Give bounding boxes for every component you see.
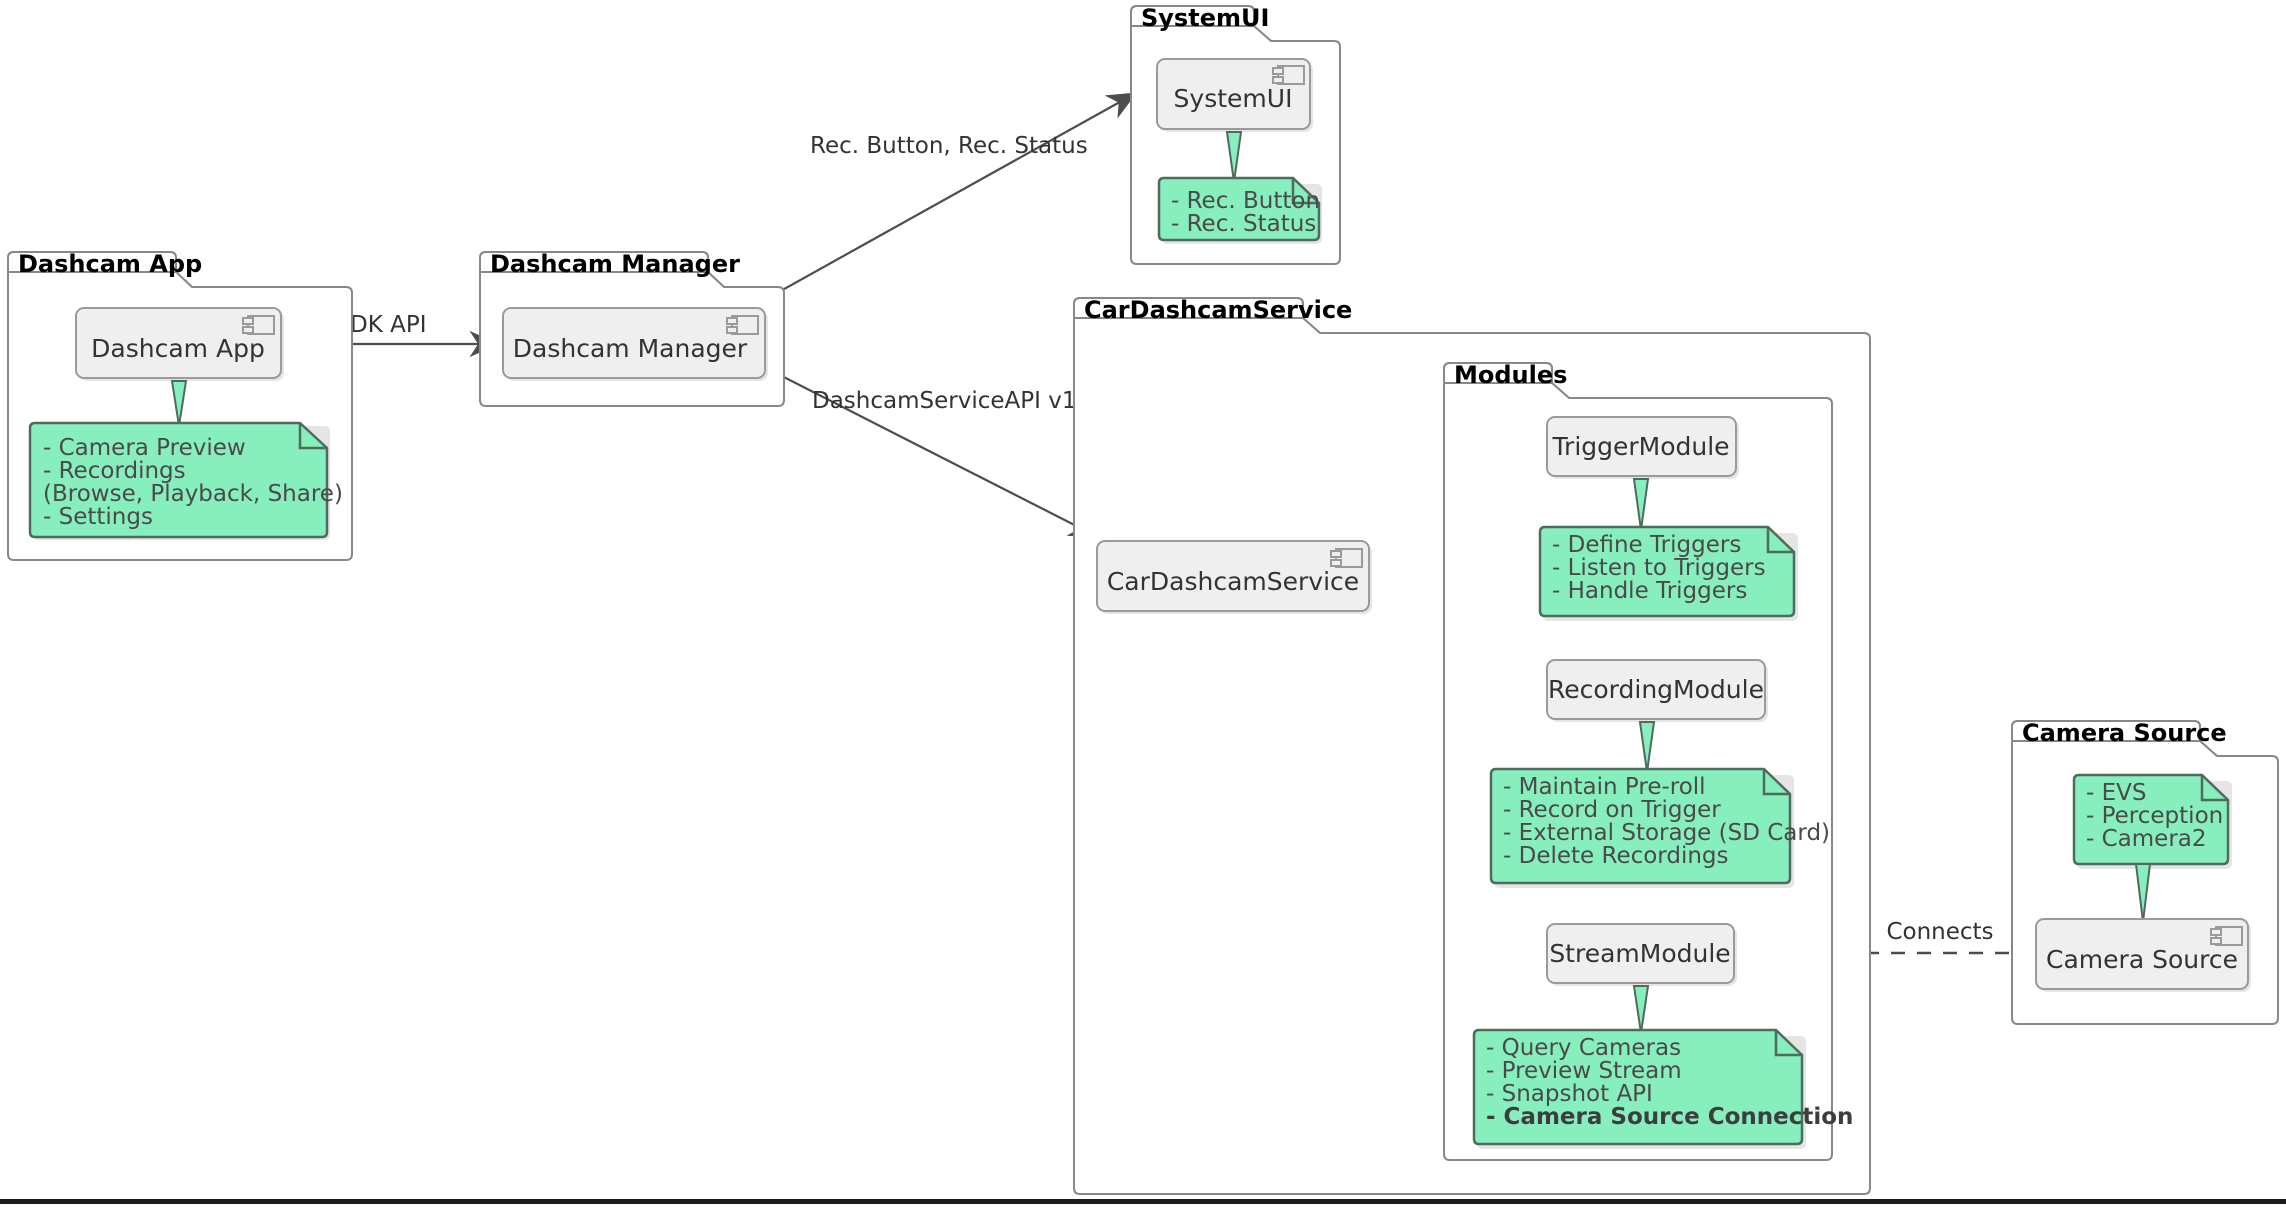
package-label-dashcam-manager: Dashcam Manager — [490, 250, 740, 278]
package-camera-source[interactable]: Camera Source - EVS - Perception - Camer… — [2011, 719, 2279, 1025]
note-line: - Delete Recordings — [1503, 843, 1729, 869]
package-dashcam-app[interactable]: Dashcam App Dashcam App - Camera — [7, 250, 353, 561]
note-line: - External Storage (SD Card) — [1503, 820, 1830, 846]
component-dashcam-manager[interactable]: Dashcam Manager — [502, 307, 768, 381]
component-label-systemui: SystemUI — [1174, 84, 1293, 113]
component-label-triggermodule: TriggerModule — [1551, 432, 1729, 461]
component-recordingmodule[interactable]: RecordingModule — [1546, 659, 1768, 722]
package-label-systemui: SystemUI — [1141, 4, 1269, 32]
edge-label-rec-button-status: Rec. Button, Rec. Status — [810, 133, 1088, 159]
note-line: - Settings — [43, 504, 153, 530]
component-triggermodule[interactable]: TriggerModule — [1546, 416, 1739, 479]
uml-component-icon — [2210, 926, 2243, 946]
note-line: - Handle Triggers — [1552, 578, 1747, 604]
package-cardashcamservice[interactable]: CarDashcamService CarDashcamService M — [1073, 296, 1871, 1195]
note-line: - Define Triggers — [1552, 532, 1741, 558]
component-label-dashcam-manager: Dashcam Manager — [513, 334, 748, 363]
package-modules[interactable]: Modules TriggerModule - Define Triggers … — [1443, 361, 1853, 1161]
package-label-dashcam-app: Dashcam App — [18, 250, 202, 278]
package-label-modules: Modules — [1454, 361, 1567, 389]
note-line: - Snapshot API — [1486, 1081, 1653, 1107]
note-streammodule: - Query Cameras - Preview Stream - Snaps… — [1472, 985, 1853, 1149]
component-label-streammodule: StreamModule — [1549, 939, 1730, 968]
component-systemui[interactable]: SystemUI — [1156, 58, 1313, 132]
component-label-recordingmodule: RecordingModule — [1548, 675, 1764, 704]
note-recordingmodule: - Maintain Pre-roll - Record on Trigger … — [1489, 721, 1830, 888]
note-line: (Browse, Playback, Share) — [43, 481, 343, 507]
note-line: - Query Cameras — [1486, 1035, 1681, 1061]
note-line: - Maintain Pre-roll — [1503, 774, 1706, 800]
edge_manager_to_systemui: Rec. Button, Rec. Status — [724, 92, 1137, 323]
bottom-divider — [0, 1199, 2286, 1204]
package-label-cardashcamservice: CarDashcamService — [1084, 296, 1352, 324]
note-dashcam-app: - Camera Preview - Recordings (Browse, P… — [28, 380, 343, 540]
note-line: - EVS — [2086, 780, 2146, 806]
note-camera-source: - EVS - Perception - Camera2 — [2072, 773, 2232, 923]
note-line: - Rec. Status — [1171, 211, 1316, 237]
uml-component-icon — [1272, 65, 1305, 85]
component-camera-source[interactable]: Camera Source — [2035, 918, 2251, 992]
uml-component-icon — [726, 315, 759, 335]
note-line: - Camera Preview — [43, 435, 246, 461]
note-line: - Listen to Triggers — [1552, 555, 1766, 581]
edge_manager_to_service: DashcamServiceAPI v1.0 — [769, 369, 1099, 538]
note-line: - Camera Source Connection — [1486, 1104, 1853, 1130]
component-label-cardashcamservice: CarDashcamService — [1107, 567, 1359, 596]
uml-component-icon — [1330, 548, 1363, 568]
uml-component-icon — [242, 315, 275, 335]
component-label-camera-source: Camera Source — [2046, 945, 2238, 974]
edge-label-connects: Connects — [1886, 919, 1993, 945]
component-streammodule[interactable]: StreamModule — [1546, 923, 1737, 986]
note-line: - Perception — [2086, 803, 2223, 829]
note-triggermodule: - Define Triggers - Listen to Triggers -… — [1538, 478, 1798, 621]
note-line: - Record on Trigger — [1503, 797, 1721, 823]
package-dashcam-manager[interactable]: Dashcam Manager Dashcam Manager — [479, 250, 785, 407]
package-systemui[interactable]: SystemUI SystemUI - Rec. Button - — [1130, 4, 1341, 265]
edge_stream_to_camera: Connects — [1735, 919, 2034, 955]
package-label-camera-source: Camera Source — [2022, 719, 2227, 747]
note-line: - Rec. Button — [1171, 188, 1320, 214]
note-systemui: - Rec. Button - Rec. Status — [1157, 131, 1322, 244]
note-line: - Recordings — [43, 458, 186, 484]
edge-label-dashcamserviceapi: DashcamServiceAPI v1.0 — [812, 388, 1098, 414]
component-dashcam-app[interactable]: Dashcam App — [75, 307, 284, 381]
note-line: - Preview Stream — [1486, 1058, 1682, 1084]
note-line: - Camera2 — [2086, 826, 2207, 852]
component-cardashcamservice[interactable]: CarDashcamService — [1096, 540, 1372, 614]
component-label-dashcam-app: Dashcam App — [91, 334, 265, 363]
